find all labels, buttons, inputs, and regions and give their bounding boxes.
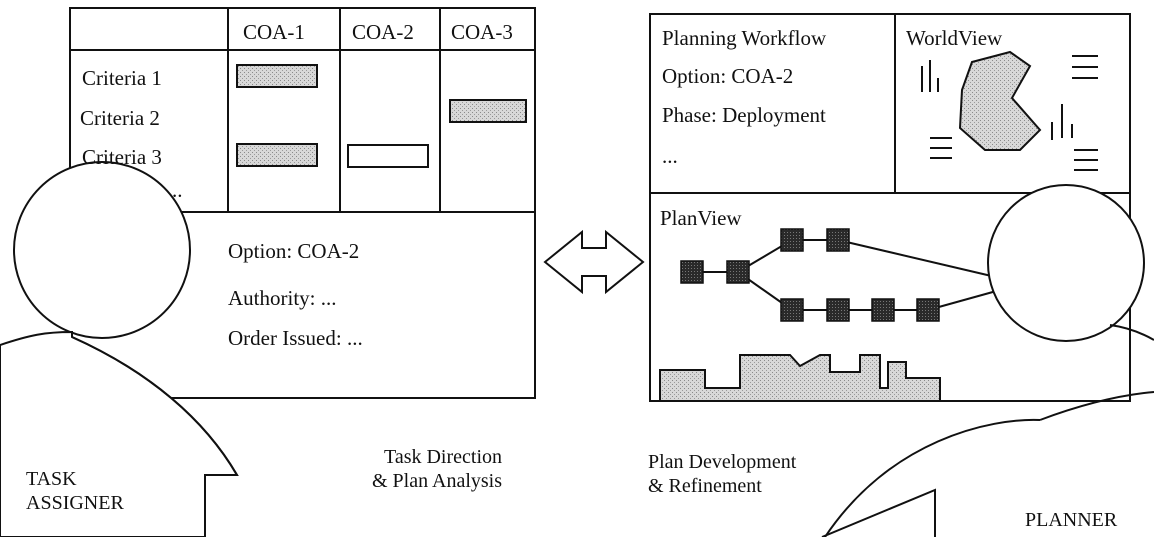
workflow-title: Planning Workflow [662,26,827,50]
plan-node [726,260,750,284]
plan-node [780,298,804,322]
planview-network [680,228,1001,322]
planner-label: PLANNER [1025,509,1118,531]
matrix-row-criteria2: Criteria 2 [80,106,160,130]
matrix-header-coa1: COA-1 [243,20,305,44]
task-assigner-figure [0,161,239,537]
caption-task-direction-line1: Task Direction [384,446,503,468]
matrix-more: .. [172,178,183,202]
caption-plan-development-line2: & Refinement [648,475,762,497]
plan-node [826,298,850,322]
order-issued: Order Issued: ... [228,326,363,350]
cell-criteria1-coa1 [236,64,318,88]
worldview-region [958,50,1042,151]
matrix-header-coa3: COA-3 [451,20,513,44]
workflow-more: ... [662,144,678,168]
plan-node [916,298,940,322]
matrix-header-coa2: COA-2 [352,20,414,44]
workflow-option: Option: COA-2 [662,64,794,88]
task-assigner-label: TASK ASSIGNER [26,467,124,515]
caption-plan-development: Plan Development & Refinement [648,450,796,498]
cell-criteria3-coa1 [236,143,318,167]
cell-criteria3-coa2 [347,144,429,168]
matrix-row-criteria1: Criteria 1 [82,66,162,90]
worldview-map [921,50,1098,171]
cell-criteria2-coa3 [449,99,527,123]
planner-figure [821,184,1154,537]
bidirectional-arrow [543,229,645,295]
plan-node [826,228,850,252]
caption-task-direction: Task Direction & Plan Analysis [372,445,502,493]
plan-node [680,260,704,284]
worldview-title: WorldView [906,26,1003,50]
caption-plan-development-line1: Plan Development [648,451,797,473]
planview-title: PlanView [660,206,742,230]
plan-node [871,298,895,322]
task-assigner-label-line2: ASSIGNER [26,492,124,514]
task-assigner-label-line1: TASK [26,468,77,490]
matrix-cells [236,64,527,168]
workflow-phase: Phase: Deployment [662,103,826,127]
matrix-row-criteria3: Criteria 3 [82,145,162,169]
resource-profile [659,354,941,400]
plan-node [780,228,804,252]
order-option: Option: COA-2 [228,239,360,263]
order-authority: Authority: ... [228,286,337,310]
caption-task-direction-line2: & Plan Analysis [372,470,503,492]
